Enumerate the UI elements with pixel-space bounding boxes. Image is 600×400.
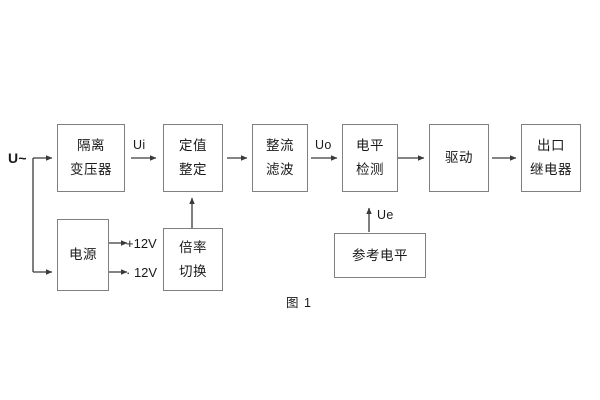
block-output-relay-line2: 继电器 — [530, 162, 572, 177]
block-driver-line1: 驱动 — [445, 150, 473, 166]
block-isolation-transformer-line1: 隔离 — [77, 138, 105, 154]
block-rectifier-filter-line1: 整流 — [266, 138, 294, 154]
block-ratio-switch-line1: 倍率 — [179, 239, 207, 255]
wire-source-bus — [32, 155, 53, 275]
block-output-relay-line1: 出口 — [537, 138, 565, 154]
block-reference-level[interactable]: 参考电平 — [334, 233, 426, 278]
block-ratio-switch-line2: 切换 — [179, 263, 207, 279]
signal-label-ui: Ui — [133, 138, 146, 152]
block-ratio-switch[interactable]: 倍率 切换 — [163, 228, 223, 291]
figure-caption: 图 1 — [286, 296, 312, 310]
power-rail-positive-label: +12V — [126, 236, 157, 251]
block-setting-adjust-line1: 定值 — [179, 138, 207, 154]
block-setting-adjust-line2: 整定 — [179, 162, 207, 177]
signal-label-ue: Ue — [377, 208, 394, 222]
block-isolation-transformer-line2: 变压器 — [70, 162, 112, 177]
block-isolation-transformer[interactable]: 隔离 变压器 — [57, 124, 125, 192]
block-driver[interactable]: 驱动 — [429, 124, 489, 192]
source-label-u-ac: U~ — [8, 150, 27, 166]
block-rectifier-filter-line2: 滤波 — [266, 162, 294, 177]
block-reference-level-line1: 参考电平 — [352, 247, 408, 263]
block-level-detect[interactable]: 电平 检测 — [342, 124, 398, 192]
block-level-detect-line1: 电平 — [356, 138, 384, 154]
block-level-detect-line2: 检测 — [356, 162, 384, 177]
power-rail-negative-label: · 12V — [126, 265, 158, 280]
block-power-supply-line1: 电源 — [69, 247, 97, 263]
block-rectifier-filter[interactable]: 整流 滤波 — [252, 124, 308, 192]
block-power-supply[interactable]: 电源 — [57, 219, 109, 291]
signal-label-uo: Uo — [315, 138, 332, 152]
block-setting-adjust[interactable]: 定值 整定 — [163, 124, 223, 192]
block-output-relay[interactable]: 出口 继电器 — [521, 124, 581, 192]
